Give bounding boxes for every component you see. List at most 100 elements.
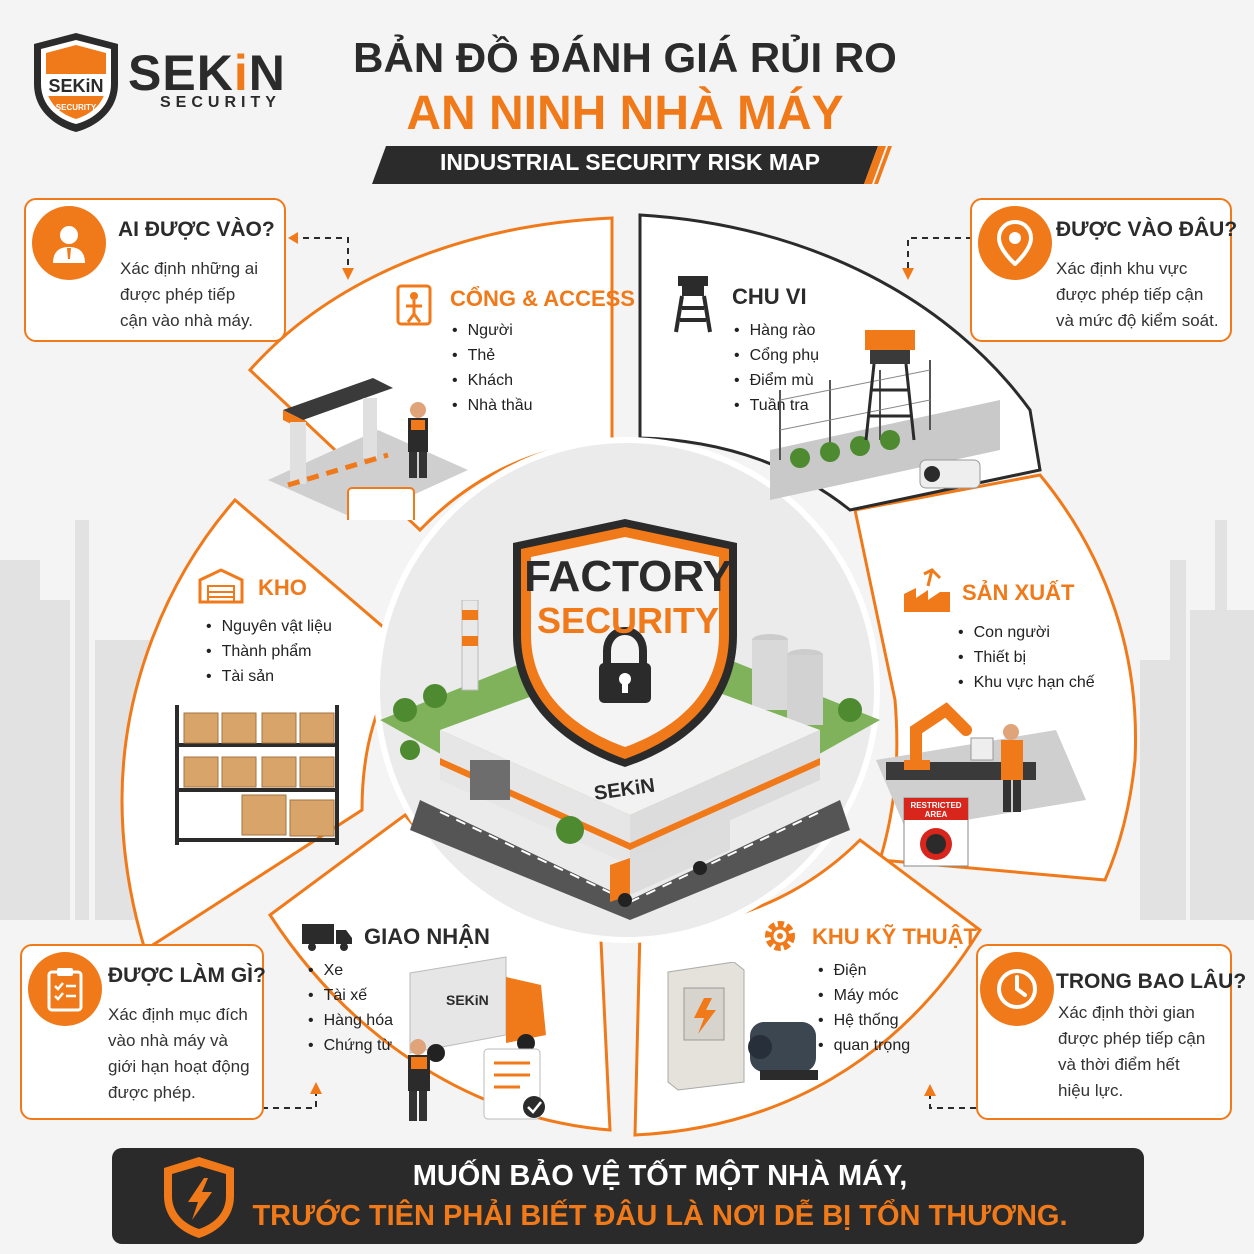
segment-logistics-title: GIAO NHẬN: [364, 924, 490, 949]
list-item: Thiết bị: [958, 645, 1095, 670]
restricted-area-sign: RESTRICTED AREA: [903, 797, 969, 867]
factory-security-shield: [513, 519, 737, 767]
segment-technical-title: KHU KỸ THUẬT: [812, 924, 977, 949]
logo-badge-text: SEKiN: [48, 76, 103, 96]
checklist-icon: [47, 968, 83, 1012]
card-line: Xác định mục đích: [108, 1005, 248, 1024]
logo-badge-sub: SECURITY: [56, 103, 97, 112]
list-item: Tài xế: [308, 983, 393, 1008]
motor-icon: [748, 1022, 818, 1080]
shield-lightning-icon: [164, 1157, 234, 1238]
electricity-icon: [694, 998, 716, 1034]
guard-icon: [408, 402, 428, 478]
segment-technical-list: Điện Máy móc Hệ thống quan trọng: [818, 958, 911, 1058]
list-item: Hàng rào: [734, 318, 819, 343]
card-line: hiệu lực.: [1058, 1081, 1124, 1100]
segment-production-title: SẢN XUẤT: [962, 580, 1075, 605]
card-what-icon-wrap: [28, 952, 102, 1026]
padlock-icon: [599, 626, 651, 703]
checklist-document-icon: [483, 1048, 545, 1120]
brand-name: SEKiN: [128, 44, 286, 102]
card-how-long-text: Xác định thời gian được phép tiếp cận và…: [1058, 1000, 1205, 1104]
brand-name-part3: N: [248, 45, 286, 101]
gate-booth-illustration: [268, 378, 468, 520]
card-line: và thời điểm hết: [1058, 1055, 1180, 1074]
watchtower-icon: [674, 276, 712, 333]
card-line: được phép tiếp cận: [1056, 285, 1204, 304]
brand-name-accent: i: [233, 45, 249, 101]
footer-line1: MUỐN BẢO VỆ TỐT MỘT NHÀ MÁY,: [412, 1160, 908, 1192]
location-pin-icon: [996, 220, 1034, 266]
driver-icon: [408, 1039, 430, 1121]
list-item: Nhà thầu: [452, 393, 533, 418]
perimeter-fence-illustration: [770, 330, 1000, 500]
list-item: Nguyên vật liệu: [206, 614, 332, 639]
card-how-long-icon-wrap: [980, 952, 1054, 1026]
cctv-camera-icon: [919, 459, 981, 489]
warehouse-icon: [198, 568, 244, 604]
card-line: Xác định thời gian: [1058, 1003, 1195, 1022]
person-icon: [53, 226, 85, 263]
worker-icon: [1001, 724, 1023, 812]
list-item: Thẻ: [452, 343, 533, 368]
card-who-icon-wrap: [32, 206, 106, 280]
logistics-truck-illustration: SEKiN: [408, 956, 546, 1121]
sekin-shield-logo: SEKiN SECURITY: [34, 33, 118, 132]
title-line2: AN NINH NHÀ MÁY: [406, 87, 844, 140]
gear-icon: [765, 921, 795, 951]
id-card-icon: [347, 487, 415, 520]
robot-arm-icon: [904, 702, 972, 770]
list-item: Cổng phụ: [734, 343, 819, 368]
truck-icon: [610, 815, 730, 907]
card-line: Xác định những ai: [120, 259, 259, 278]
electrical-cabinet-illustration: [667, 962, 818, 1091]
watchtower-icon: [864, 330, 916, 441]
list-item: Chứng từ: [308, 1033, 393, 1058]
footer-banner: [112, 1148, 1144, 1244]
segment-warehouse-title: KHO: [258, 575, 307, 600]
card-how-long-title: TRONG BAO LÂU?: [1056, 970, 1247, 993]
list-item: Khách: [452, 368, 533, 393]
card-who-can-enter: [24, 198, 286, 342]
segment-production-list: Con người Thiết bị Khu vực hạn chế: [958, 620, 1095, 695]
segment-gate-list: Người Thẻ Khách Nhà thầu: [452, 318, 533, 418]
list-item: Khu vực hạn chế: [958, 670, 1095, 695]
card-line: và mức độ kiểm soát.: [1056, 311, 1219, 330]
brand-name-part1: SEK: [128, 45, 234, 101]
warehouse-shelves-illustration: [175, 705, 339, 845]
card-line: được phép tiếp cận: [1058, 1029, 1206, 1048]
card-line: cận vào nhà máy.: [120, 311, 253, 330]
card-what-text: Xác định mục đích vào nhà máy và giới hạ…: [108, 1002, 250, 1106]
segment-perimeter-list: Hàng rào Cổng phụ Điểm mù Tuần tra: [734, 318, 819, 418]
card-where-text: Xác định khu vực được phép tiếp cận và m…: [1056, 256, 1219, 334]
list-item: Người: [452, 318, 533, 343]
card-who-text: Xác định những ai được phép tiếp cận vào…: [120, 256, 258, 334]
factory-robot-icon: [904, 568, 950, 612]
title-line1: BẢN ĐỒ ĐÁNH GIÁ RỦI RO: [353, 34, 897, 81]
card-who-title: AI ĐƯỢC VÀO?: [118, 218, 275, 241]
gate-icon: [396, 284, 432, 326]
segment-warehouse-list: Nguyên vật liệu Thành phẩm Tài sản: [206, 614, 332, 689]
list-item: Điện: [818, 958, 910, 983]
truck-logo: SEKiN: [446, 992, 489, 1008]
restricted-sign-line1: RESTRICTED: [910, 801, 961, 810]
footer-line2: TRƯỚC TIÊN PHẢI BIẾT ĐÂU LÀ NƠI DỄ BỊ TỔ…: [252, 1200, 1068, 1232]
restricted-sign-line2: AREA: [925, 810, 948, 819]
segment-gate-title: CỔNG & ACCESS: [450, 286, 635, 311]
segment-logistics-list: Xe Tài xế Hàng hóa Chứng từ: [308, 958, 393, 1058]
center-title-line1: FACTORY: [524, 552, 732, 601]
segment-perimeter-title: CHU VI: [732, 284, 807, 309]
card-where-title: ĐƯỢC VÀO ĐÂU?: [1056, 218, 1238, 241]
card-line: được phép tiếp: [120, 285, 236, 304]
title-line3: INDUSTRIAL SECURITY RISK MAP: [440, 149, 820, 175]
production-line-illustration: RESTRICTED AREA: [876, 702, 1086, 867]
list-item: Tài sản: [206, 664, 332, 689]
list-item: Xe: [308, 958, 393, 983]
list-item: Điểm mù: [734, 368, 819, 393]
card-line: vào nhà máy và: [108, 1031, 229, 1050]
card-line: được phép.: [108, 1083, 196, 1102]
clock-icon: [997, 969, 1037, 1009]
brand-sub: SECURITY: [160, 94, 281, 111]
list-item: Hàng hóa: [308, 1008, 393, 1033]
list-item: Hệ thống: [818, 1008, 910, 1033]
